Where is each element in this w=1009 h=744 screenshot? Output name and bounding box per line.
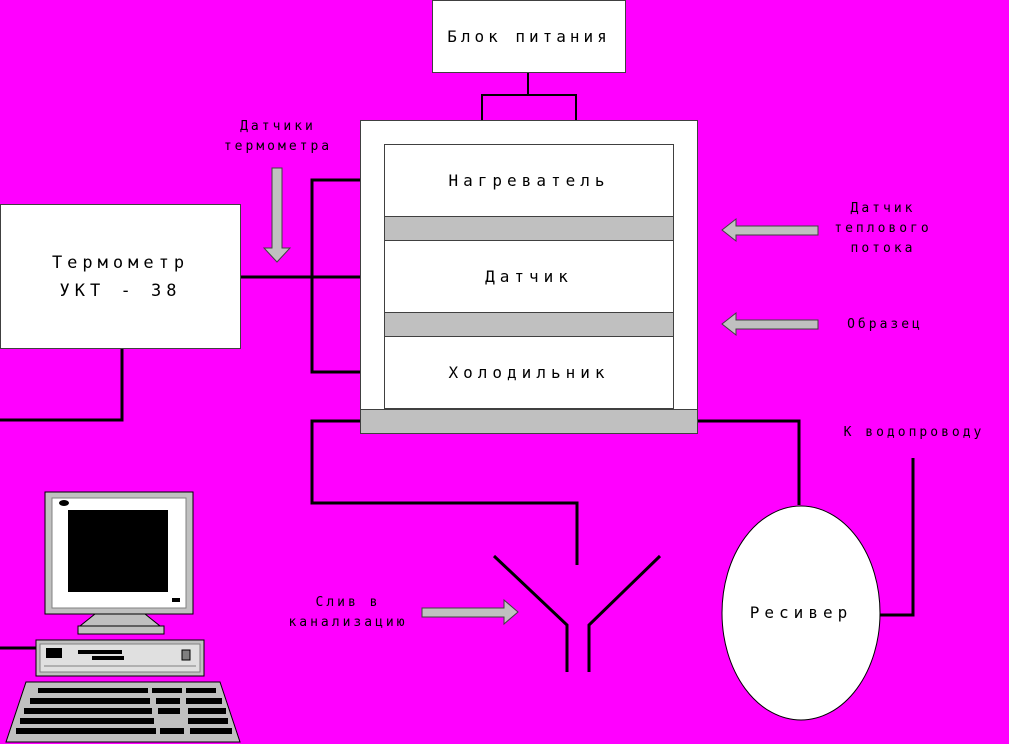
heat-flux-sensor-annotation: Датчик теплового потока	[834, 201, 932, 256]
cooler-layer: Холодильник	[384, 336, 674, 409]
thermometer-sensors-annotation: Датчики термометра	[223, 119, 333, 154]
funnel-icon	[492, 554, 662, 672]
computer-icon	[5, 491, 241, 743]
left-arrow-icon	[721, 217, 819, 243]
cooler-label: Холодильник	[448, 363, 610, 382]
left-arrow-icon	[721, 311, 819, 337]
power-supply-box: Блок питания	[432, 0, 626, 73]
to-water-supply-annotation: К водопроводу	[843, 425, 985, 440]
thermometer-label-line1: Термометр	[51, 252, 190, 273]
receiver-ellipse	[721, 505, 881, 721]
thermometer-box: Термометр УКТ - 38	[0, 204, 241, 349]
down-arrow-icon	[262, 167, 292, 263]
heat-flux-sensor-plate	[384, 216, 674, 241]
receiver-label: Ресивер	[749, 603, 853, 622]
heater-label: Нагреватель	[448, 171, 610, 190]
power-supply-label: Блок питания	[447, 27, 611, 46]
arrow-icons	[262, 167, 819, 626]
sensor-layer: Датчик	[384, 240, 674, 313]
sample-annotation: Образец	[847, 317, 923, 332]
sample-plate	[384, 312, 674, 337]
sensor-label: Датчик	[485, 267, 573, 286]
heater-layer: Нагреватель	[384, 144, 674, 217]
right-arrow-icon	[421, 598, 519, 626]
base-plate	[360, 409, 698, 434]
water-pipes	[310, 419, 915, 617]
thermometer-label-line2: УКТ - 38	[59, 280, 182, 301]
drain-annotation: Слив в канализацию	[288, 595, 408, 630]
